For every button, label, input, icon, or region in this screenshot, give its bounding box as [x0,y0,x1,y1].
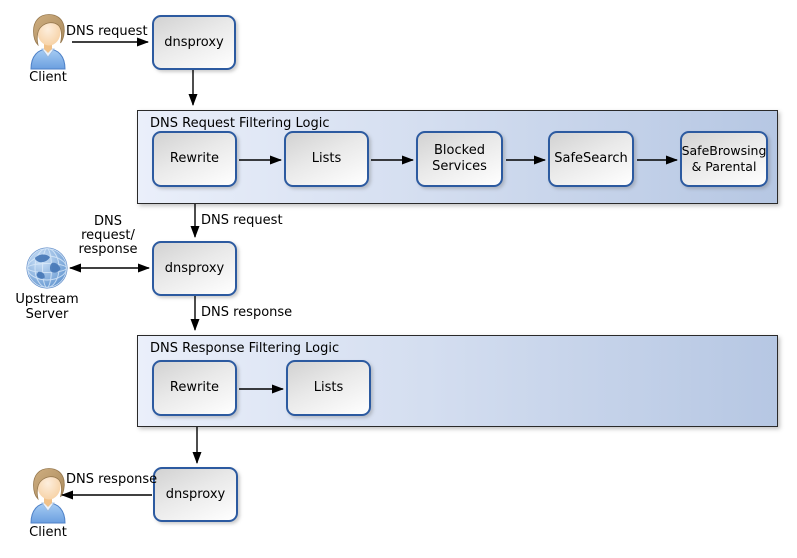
request-filter-title: DNS Request Filtering Logic [150,116,330,131]
step-safebrowsing-parental-label: SafeBrowsing & Parental [681,143,767,174]
upstream-server-icon [25,246,69,290]
response-filter-container: DNS Response Filtering Logic Rewrite Lis… [137,335,778,427]
upstream-label-line2: Server [25,307,69,322]
node-dnsproxy-bottom-label: dnsproxy [165,486,226,502]
response-filter-title: DNS Response Filtering Logic [150,341,340,356]
step-rewrite-request: Rewrite [152,131,237,187]
node-dnsproxy-middle: dnsproxy [152,241,237,296]
step-lists-request-label: Lists [311,151,342,166]
edge-label-upstream-link: DNS request/ response [70,215,146,257]
person-icon [30,14,66,70]
node-dnsproxy-top: dnsproxy [152,15,236,70]
client-top-icon [26,12,70,70]
node-dnsproxy-middle-label: dnsproxy [164,260,225,276]
step-rewrite-response-label: Rewrite [169,380,220,395]
step-safesearch: SafeSearch [548,131,634,187]
upstream-link-line2: request/ [81,228,135,243]
edge-label-filtered-request: DNS request [201,213,283,228]
client-bottom-icon [26,466,70,524]
upstream-link-line3: response [78,242,138,257]
edge-label-proxy-response: DNS response [201,305,293,320]
step-blocked-services-label: Blocked Services [432,143,487,174]
step-lists-response-label: Lists [313,380,344,395]
client-bottom-label: Client [29,525,67,540]
step-lists-request: Lists [284,131,369,187]
person-icon [30,468,66,524]
node-dnsproxy-bottom: dnsproxy [153,467,238,522]
step-safesearch-label: SafeSearch [554,151,628,166]
node-dnsproxy-top-label: dnsproxy [164,34,224,50]
request-filter-container: DNS Request Filtering Logic Rewrite List… [137,110,778,204]
client-top-label: Client [29,70,67,85]
step-rewrite-response: Rewrite [152,360,237,416]
upstream-server-label: Upstream Server [4,292,90,322]
step-lists-response: Lists [286,360,371,416]
edge-label-client-request: DNS request [66,24,148,39]
globe-icon [26,247,68,289]
upstream-label-line1: Upstream [15,292,79,307]
upstream-link-line1: DNS [94,214,122,229]
step-rewrite-request-label: Rewrite [169,151,220,166]
step-safebrowsing-parental: SafeBrowsing & Parental [680,131,768,187]
step-blocked-services: Blocked Services [416,131,503,187]
edge-label-client-response: DNS response [66,472,158,487]
